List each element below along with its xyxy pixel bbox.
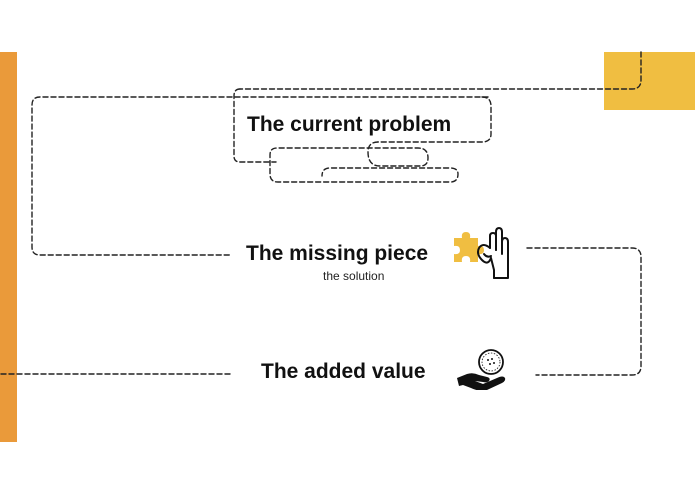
missing-piece-subtitle: the solution: [323, 269, 385, 283]
added-value-heading: The added value: [261, 360, 426, 383]
path-tangle-loop-1: [269, 141, 459, 183]
hand-holding-coin-icon: [457, 349, 506, 390]
path-top-segment: [239, 51, 642, 90]
path-problem-right: [377, 96, 492, 143]
left-accent-bar: [0, 52, 17, 442]
missing-piece-heading: The missing piece: [246, 242, 429, 265]
path-right-loop: [526, 247, 642, 376]
path-problem-outline: [233, 88, 277, 163]
corner-accent-block: [604, 52, 695, 110]
hand-holding-puzzle-piece-icon: [454, 227, 509, 279]
path-left-loop: [31, 96, 489, 256]
current-problem-heading: The current problem: [247, 113, 452, 136]
